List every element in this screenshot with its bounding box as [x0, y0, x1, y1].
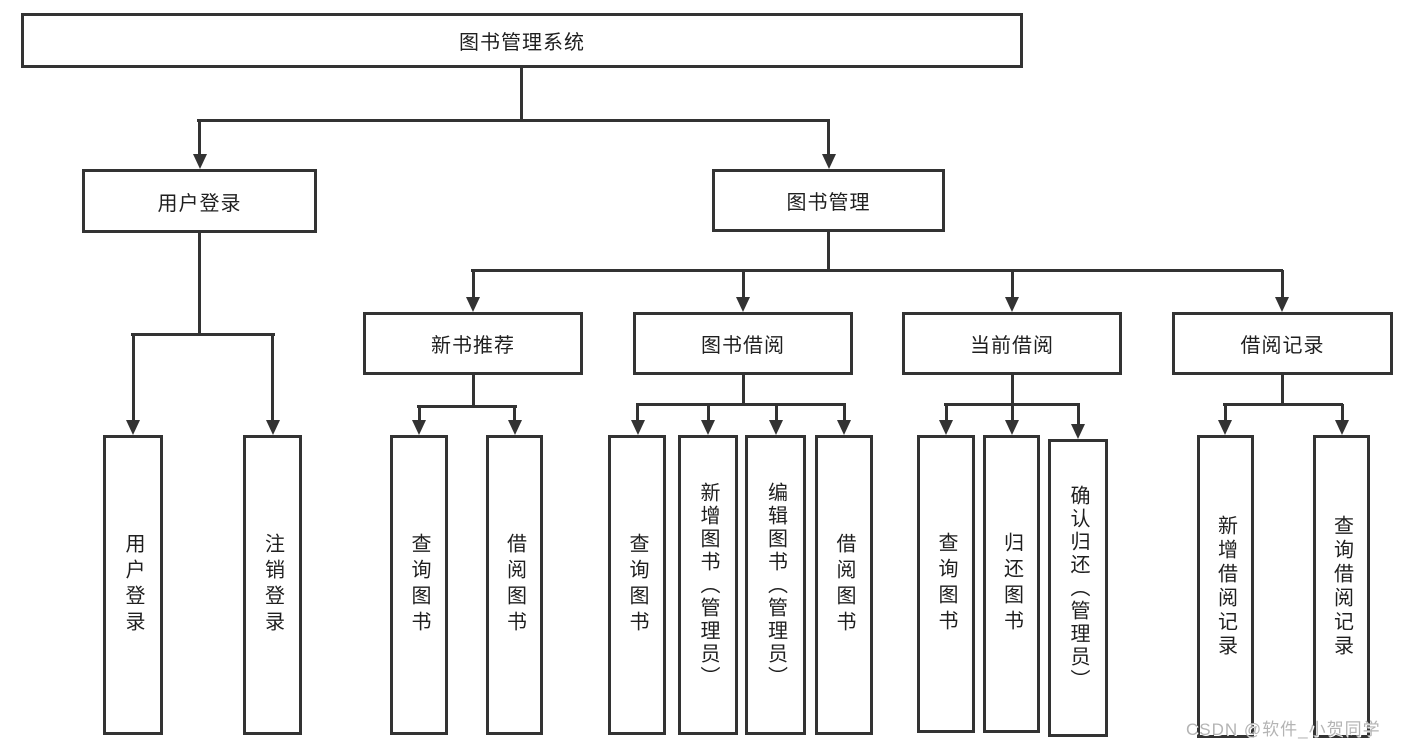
connector-line	[842, 404, 846, 422]
leaf-query-books-2: 查询图书	[608, 435, 666, 735]
arrow-down-icon	[265, 420, 280, 435]
arrow-down-icon	[837, 420, 851, 435]
connector-line	[1223, 404, 1227, 422]
connector-line	[513, 406, 516, 422]
arrow-down-icon	[1275, 297, 1289, 312]
leaf-edit-books-admin: 编辑图书（管理员）	[745, 435, 806, 735]
arrow-down-icon	[466, 297, 480, 312]
connector-line	[1010, 404, 1014, 422]
connector-line	[827, 120, 830, 156]
arrow-down-icon	[1071, 424, 1085, 439]
connector-line	[741, 375, 745, 406]
leaf-label: 编辑图书（管理员）	[764, 481, 787, 689]
leaf-logout: 注销登录	[243, 435, 302, 735]
connector-line	[197, 119, 830, 122]
connector-line	[417, 406, 421, 422]
node-book-borrow: 图书借阅	[633, 312, 853, 375]
leaf-label: 确认归还（管理员）	[1067, 484, 1089, 692]
connector-line	[741, 270, 745, 299]
arrow-down-icon	[1335, 420, 1349, 435]
connector-line	[520, 68, 523, 120]
arrow-down-icon	[1005, 420, 1019, 435]
leaf-add-borrow-record: 新增借阅记录	[1197, 435, 1254, 738]
connector-line	[636, 404, 639, 422]
leaf-query-borrow-record: 查询借阅记录	[1313, 435, 1370, 738]
arrow-down-icon	[507, 420, 522, 435]
leaf-label: 查询图书	[408, 533, 430, 637]
connector-line	[1280, 270, 1284, 299]
connector-line	[131, 333, 275, 336]
connector-line	[471, 375, 475, 408]
leaf-add-books-admin: 新增图书（管理员）	[678, 435, 738, 735]
connector-line	[198, 233, 201, 335]
arrow-down-icon	[939, 420, 953, 435]
leaf-query-books-3: 查询图书	[917, 435, 975, 733]
connector-line	[944, 404, 948, 422]
leaf-label: 归还图书	[1000, 532, 1023, 636]
leaf-label: 借阅图书	[833, 533, 855, 637]
leaf-query-books-1: 查询图书	[390, 435, 448, 735]
arrow-down-icon	[1218, 420, 1232, 435]
leaf-label: 注销登录	[261, 533, 284, 637]
arrow-down-icon	[769, 420, 783, 435]
leaf-return-books: 归还图书	[983, 435, 1040, 733]
connector-line	[198, 120, 201, 156]
node-new-book-recommend: 新书推荐	[363, 312, 583, 375]
leaf-label: 新增借阅记录	[1214, 514, 1237, 659]
arrow-down-icon	[701, 420, 715, 435]
node-book-management: 图书管理	[712, 169, 945, 232]
leaf-borrow-books-1: 借阅图书	[486, 435, 543, 735]
leaf-label: 查询借阅记录	[1330, 514, 1353, 659]
connector-line	[1076, 404, 1080, 426]
connector-line	[131, 334, 135, 422]
arrow-down-icon	[192, 154, 207, 169]
connector-line	[706, 404, 710, 422]
connector-line	[417, 405, 517, 408]
csdn-watermark: CSDN @软件_小贺同学	[1186, 720, 1381, 739]
leaf-label: 借阅图书	[503, 533, 526, 637]
arrow-down-icon	[126, 420, 140, 435]
leaf-user-login: 用户登录	[103, 435, 163, 735]
leaf-label: 用户登录	[122, 533, 144, 637]
connector-line	[774, 404, 778, 422]
node-root: 图书管理系统	[21, 13, 1023, 68]
arrow-down-icon	[630, 420, 645, 435]
node-current-borrow: 当前借阅	[902, 312, 1122, 375]
leaf-label: 查询图书	[935, 532, 957, 636]
arrow-down-icon	[1005, 297, 1019, 312]
leaf-confirm-return-admin: 确认归还（管理员）	[1048, 439, 1108, 737]
connector-line	[1340, 404, 1344, 422]
connector-line	[1223, 403, 1343, 406]
arrow-down-icon	[412, 420, 426, 435]
connector-line	[1010, 270, 1014, 299]
arrow-down-icon	[821, 154, 836, 169]
connector-line	[827, 232, 830, 271]
connector-line	[1280, 375, 1284, 406]
connector-line	[471, 270, 475, 299]
leaf-label: 查询图书	[626, 533, 648, 637]
node-borrow-records: 借阅记录	[1172, 312, 1393, 375]
connector-line	[271, 334, 274, 422]
arrow-down-icon	[736, 297, 750, 312]
connector-line	[636, 403, 846, 406]
connector-line	[1010, 375, 1014, 406]
leaf-label: 新增图书（管理员）	[697, 481, 719, 689]
connector-line	[471, 269, 1283, 272]
node-user-login: 用户登录	[82, 169, 317, 233]
leaf-borrow-books-2: 借阅图书	[815, 435, 873, 735]
